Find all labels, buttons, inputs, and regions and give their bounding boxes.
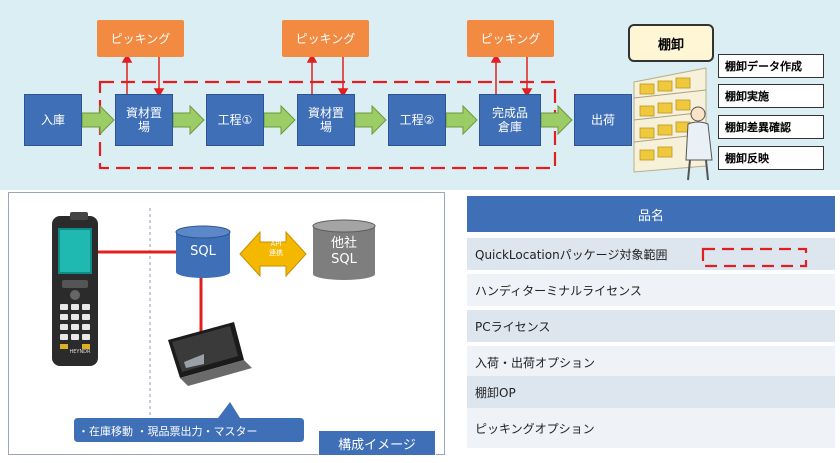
process-label: 工程②	[399, 113, 435, 127]
legend-row: 入荷・出荷オプション	[467, 346, 835, 378]
flow-arrow-4	[354, 104, 387, 136]
legend-dashed-sample	[701, 247, 808, 268]
other-sql-database-icon	[312, 219, 376, 280]
process-shukka: 出荷	[574, 94, 632, 146]
inventory-item-label: 棚卸データ作成	[725, 60, 802, 73]
image-label: 構成イメージ	[318, 430, 436, 456]
flow-arrow-5	[445, 104, 478, 136]
other-sql-label-line2: SQL	[331, 252, 357, 267]
callout-bubble	[74, 402, 304, 442]
api-double-arrow-icon	[239, 230, 307, 278]
inventory-item-label: 棚卸実施	[725, 90, 769, 103]
tablet-pc-icon	[168, 322, 252, 386]
legend-row: PCライセンス	[467, 310, 835, 342]
worker-body-icon	[685, 121, 713, 161]
configuration-diagram	[52, 208, 376, 442]
process-label: 資材置	[125, 106, 162, 120]
process-label: 工程①	[217, 113, 253, 127]
inventory-item: 棚卸データ作成	[718, 54, 824, 78]
process-label: 場	[137, 120, 150, 134]
legend-row-label: ピッキングオプション	[475, 421, 595, 436]
inventory-item: 棚卸反映	[718, 146, 824, 170]
inventory-item-label: 棚卸差異確認	[725, 121, 791, 134]
inventory-item: 棚卸実施	[718, 84, 824, 108]
handheld-terminal-icon	[52, 212, 98, 366]
picking-box-1: ピッキング	[97, 20, 184, 57]
flow-arrow-3	[263, 104, 296, 136]
legend-row-label: ハンディターミナルライセンス	[475, 283, 642, 298]
worker-head-icon	[690, 106, 706, 122]
api-label-line2: 連携	[269, 249, 283, 257]
process-label: 完成品	[491, 106, 528, 120]
process-nyuko: 入庫	[24, 94, 82, 146]
flow-arrow-6	[540, 104, 573, 136]
legend-row-label: PCライセンス	[475, 319, 551, 334]
process-label: 入庫	[40, 113, 65, 127]
warehouse-shelf-illustration	[633, 67, 713, 181]
flow-arrow-1	[81, 104, 115, 136]
callout-text: ・在庫移動 ・現品票出力・マスター	[78, 425, 258, 438]
inventory-title-label: 棚卸	[657, 37, 684, 53]
picking-label: ピッキング	[110, 32, 171, 46]
legend-row-label: QuickLocationパッケージ対象範囲	[475, 247, 668, 262]
picking-label: ピッキング	[295, 32, 356, 46]
picking-box-3: ピッキング	[467, 20, 554, 57]
process-label: 場	[319, 120, 332, 134]
sql-database-icon	[175, 225, 231, 278]
legend-row: ピッキングオプション	[467, 408, 835, 448]
flow-arrow-2	[172, 104, 205, 136]
process-label: 資材置	[307, 106, 344, 120]
picking-label: ピッキング	[480, 32, 541, 46]
process-shizai-1: 資材置場	[115, 94, 173, 146]
process-label: 倉庫	[497, 120, 522, 134]
legend-row: 棚卸OP	[467, 376, 835, 408]
legend-header: 品名	[467, 196, 835, 232]
inventory-title: 棚卸	[628, 24, 714, 62]
inventory-item-label: 棚卸反映	[725, 152, 769, 165]
legend-row: QuickLocationパッケージ対象範囲	[467, 238, 835, 270]
flow-connectors	[81, 53, 573, 170]
api-label-line1: API	[270, 240, 282, 248]
legend-row-label: 入荷・出荷オプション	[475, 355, 596, 370]
process-shizai-2: 資材置場	[297, 94, 355, 146]
legend-row-label: 棚卸OP	[475, 385, 516, 400]
picking-box-2: ピッキング	[282, 20, 369, 57]
process-kotei-2: 工程②	[388, 94, 446, 146]
device-brand: HEYNDR	[69, 349, 91, 355]
process-kotei-1: 工程①	[206, 94, 264, 146]
legend-row: ハンディターミナルライセンス	[467, 274, 835, 306]
sql-label: SQL	[190, 244, 216, 259]
process-kansei: 完成品倉庫	[479, 94, 541, 146]
process-label: 出荷	[590, 113, 615, 127]
inventory-item: 棚卸差異確認	[718, 115, 824, 139]
other-sql-label-line1: 他社	[330, 236, 357, 251]
